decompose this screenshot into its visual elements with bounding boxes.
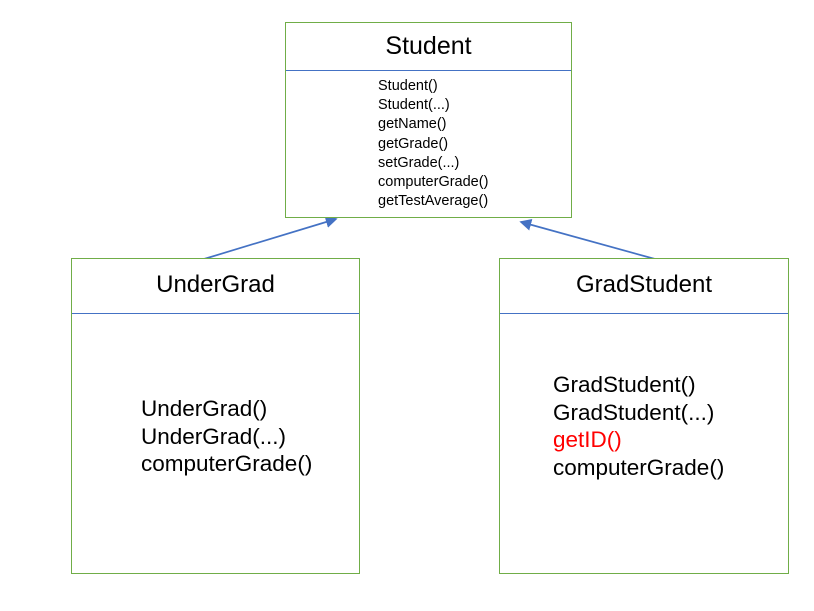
member-item: getGrade() — [378, 135, 449, 152]
class-members-student: Student() Student(...) getName() getGrad… — [378, 77, 488, 211]
member-item: computerGrade() — [378, 174, 489, 191]
member-item: computerGrade() — [553, 454, 725, 480]
member-item-highlighted: getID() — [553, 427, 622, 452]
class-title-undergrad: UnderGrad — [156, 271, 275, 298]
class-box-undergrad[interactable]: UnderGrad UnderGrad() UnderGrad(...) com… — [71, 258, 360, 574]
class-divider-gradstudent — [500, 313, 788, 314]
class-box-gradstudent[interactable]: GradStudent GradStudent() GradStudent(..… — [499, 258, 789, 574]
class-box-student[interactable]: Student Student() Student(...) getName()… — [285, 22, 572, 218]
member-item: setGrade(...) — [378, 154, 460, 171]
member-item: UnderGrad(...) — [141, 423, 287, 449]
inheritance-arrow-undergrad-to-student — [203, 216, 338, 260]
inheritance-arrow-gradstudent-to-student — [519, 218, 656, 260]
class-divider-undergrad — [72, 313, 359, 314]
member-item: computerGrade() — [141, 451, 313, 476]
member-item: Student(...) — [378, 97, 450, 114]
member-item: GradStudent() — [553, 372, 696, 397]
member-item: UnderGrad() — [141, 396, 268, 421]
class-title-student: Student — [385, 32, 472, 60]
member-item: getTestAverage() — [378, 193, 489, 210]
class-members-undergrad: UnderGrad() UnderGrad(...) computerGrade… — [141, 395, 312, 478]
class-divider-student — [286, 70, 571, 71]
class-title-gradstudent: GradStudent — [575, 271, 713, 298]
class-members-gradstudent: GradStudent() GradStudent(...) getID() c… — [553, 371, 724, 481]
member-item: GradStudent(...) — [553, 399, 715, 425]
member-item: Student() — [378, 78, 438, 94]
member-item: getName() — [378, 116, 447, 133]
